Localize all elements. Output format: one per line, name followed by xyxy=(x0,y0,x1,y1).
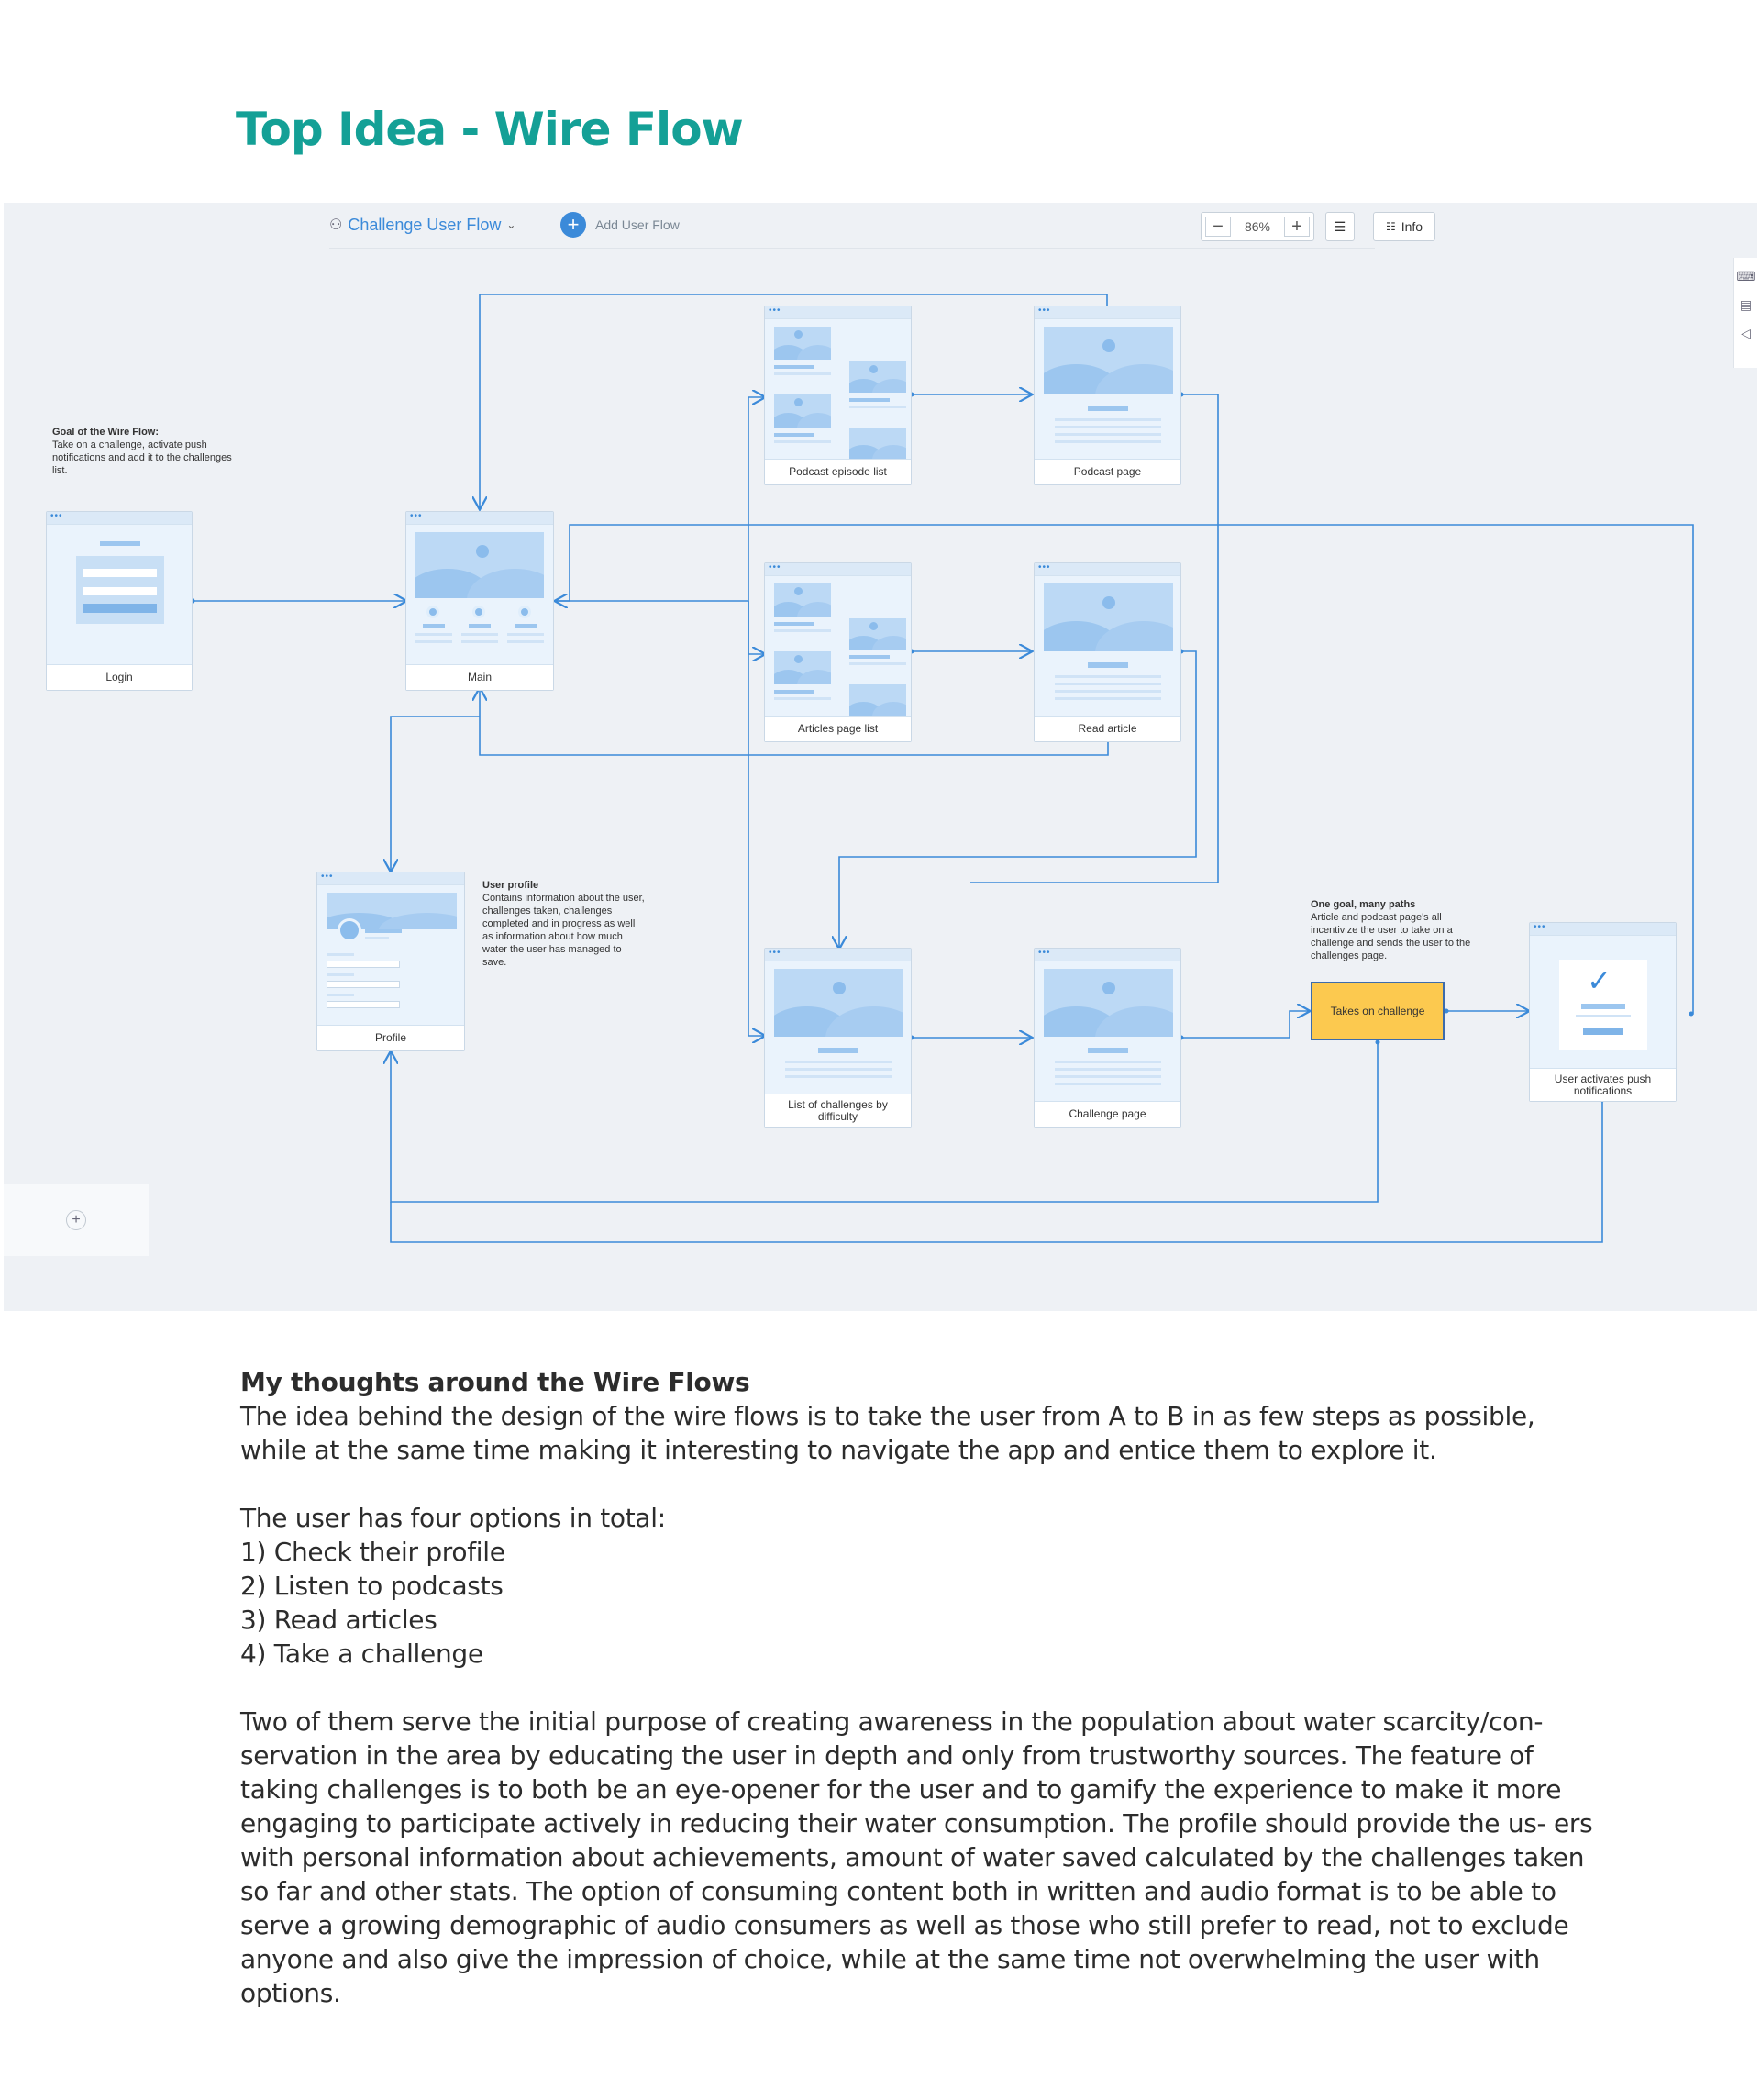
thoughts-heading: My thoughts around the Wire Flows xyxy=(240,1367,750,1397)
screen-main[interactable]: ••• Main xyxy=(405,511,554,691)
screen-header: ••• xyxy=(765,563,911,576)
screen-caption: Profile xyxy=(317,1025,464,1050)
screen-header: ••• xyxy=(47,512,192,525)
screen-header: ••• xyxy=(317,872,464,885)
screen-push-notifications[interactable]: ••• ✓ User activates push notifications xyxy=(1529,922,1677,1102)
takes-challenge-label: Takes on challenge xyxy=(1330,1005,1425,1017)
plus-icon: + xyxy=(560,212,586,238)
book-icon[interactable]: ▤ xyxy=(1739,297,1753,312)
megaphone-icon[interactable]: ◁ xyxy=(1741,326,1751,340)
screen-caption: Login xyxy=(47,664,192,690)
option-item: 1) Check their profile xyxy=(240,1537,505,1567)
goal-title: Goal of the Wire Flow: xyxy=(52,427,160,438)
screen-header: ••• xyxy=(1035,563,1180,576)
screen-caption: Challenge page xyxy=(1035,1101,1180,1127)
screen-profile[interactable]: ••• Profile xyxy=(316,872,465,1051)
add-user-flow-button[interactable]: + Add User Flow xyxy=(560,212,680,238)
page-title: Top Idea - Wire Flow xyxy=(236,103,744,156)
paths-note: One goal, many paths Article and podcast… xyxy=(1311,898,1476,962)
screen-login[interactable]: ••• Login xyxy=(46,511,193,691)
flow-selector[interactable]: ⚇ Challenge User Flow ⌄ xyxy=(329,214,515,236)
add-page-button[interactable]: + xyxy=(66,1210,86,1230)
zoom-value: 86% xyxy=(1244,219,1271,234)
screen-caption: List of challenges by difficulty xyxy=(765,1094,911,1127)
thoughts-body: Two of them serve the initial purpose of… xyxy=(240,1706,1593,2008)
screen-header: ••• xyxy=(765,949,911,961)
paths-note-text: Article and podcast page's all incentivi… xyxy=(1311,912,1471,961)
screen-read-article[interactable]: ••• Read article xyxy=(1034,562,1181,742)
screen-header: ••• xyxy=(406,512,553,525)
info-button[interactable]: ☷ Info xyxy=(1373,212,1435,241)
goal-note: Goal of the Wire Flow: Take on a challen… xyxy=(52,426,236,477)
screen-caption: Read article xyxy=(1035,716,1180,741)
thoughts-section: My thoughts around the Wire Flows The id… xyxy=(240,1365,1598,2010)
options-heading: The user has four options in total: xyxy=(240,1503,666,1533)
screen-podcast-page[interactable]: ••• Podcast page xyxy=(1034,306,1181,485)
option-item: 3) Read articles xyxy=(240,1605,437,1635)
check-icon: ✓ xyxy=(1587,964,1611,997)
chevron-down-icon: ⌄ xyxy=(506,218,516,231)
option-item: 2) Listen to podcasts xyxy=(240,1571,504,1601)
screen-podcast-list[interactable]: ••• Podcast episode list xyxy=(764,306,912,485)
screen-caption: Podcast episode list xyxy=(765,459,911,484)
settings-button[interactable]: ☰ xyxy=(1325,212,1355,241)
goal-text: Take on a challenge, activate push notif… xyxy=(52,439,232,476)
takes-on-challenge-step[interactable]: Takes on challenge xyxy=(1311,982,1445,1040)
screen-caption: User activates push notifications xyxy=(1530,1068,1676,1101)
screen-header: ••• xyxy=(1530,923,1676,936)
zoom-out-button[interactable]: − xyxy=(1205,217,1231,237)
profile-note-title: User profile xyxy=(482,880,539,891)
user-flow-icon: ⚇ xyxy=(329,217,343,233)
paths-note-title: One goal, many paths xyxy=(1311,899,1416,910)
profile-note: User profile Contains information about … xyxy=(482,879,648,969)
flow-toolbar: ⚇ Challenge User Flow ⌄ + Add User Flow … xyxy=(329,203,1435,249)
add-flow-label: Add User Flow xyxy=(595,217,680,232)
zoom-control: − 86% + xyxy=(1201,212,1314,241)
screen-challenge-page[interactable]: ••• Challenge page xyxy=(1034,948,1181,1128)
screen-header: ••• xyxy=(1035,306,1180,319)
zoom-in-button[interactable]: + xyxy=(1284,217,1310,237)
profile-note-text: Contains information about the user, cha… xyxy=(482,893,645,968)
screen-caption: Articles page list xyxy=(765,716,911,741)
screen-caption: Main xyxy=(406,664,553,690)
sliders-icon: ☰ xyxy=(1334,218,1346,234)
option-item: 4) Take a challenge xyxy=(240,1639,483,1669)
wireflow-canvas[interactable]: ⚇ Challenge User Flow ⌄ + Add User Flow … xyxy=(4,203,1757,1311)
screen-header: ••• xyxy=(765,306,911,319)
info-label: Info xyxy=(1401,219,1423,234)
thoughts-intro: The idea behind the design of the wire f… xyxy=(240,1401,1535,1465)
add-page-panel: + xyxy=(4,1184,149,1256)
screen-caption: Podcast page xyxy=(1035,459,1180,484)
screen-header: ••• xyxy=(1035,949,1180,961)
flow-connectors xyxy=(190,294,1694,1243)
info-icon: ☷ xyxy=(1385,220,1396,233)
side-toolbar: ⌨ ▤ ◁ xyxy=(1733,258,1757,368)
screen-articles-list[interactable]: ••• Articles page list xyxy=(764,562,912,742)
screen-challenges-list[interactable]: ••• List of challenges by difficulty xyxy=(764,948,912,1128)
keyboard-icon[interactable]: ⌨ xyxy=(1736,269,1755,283)
flow-name: Challenge User Flow xyxy=(348,215,502,234)
